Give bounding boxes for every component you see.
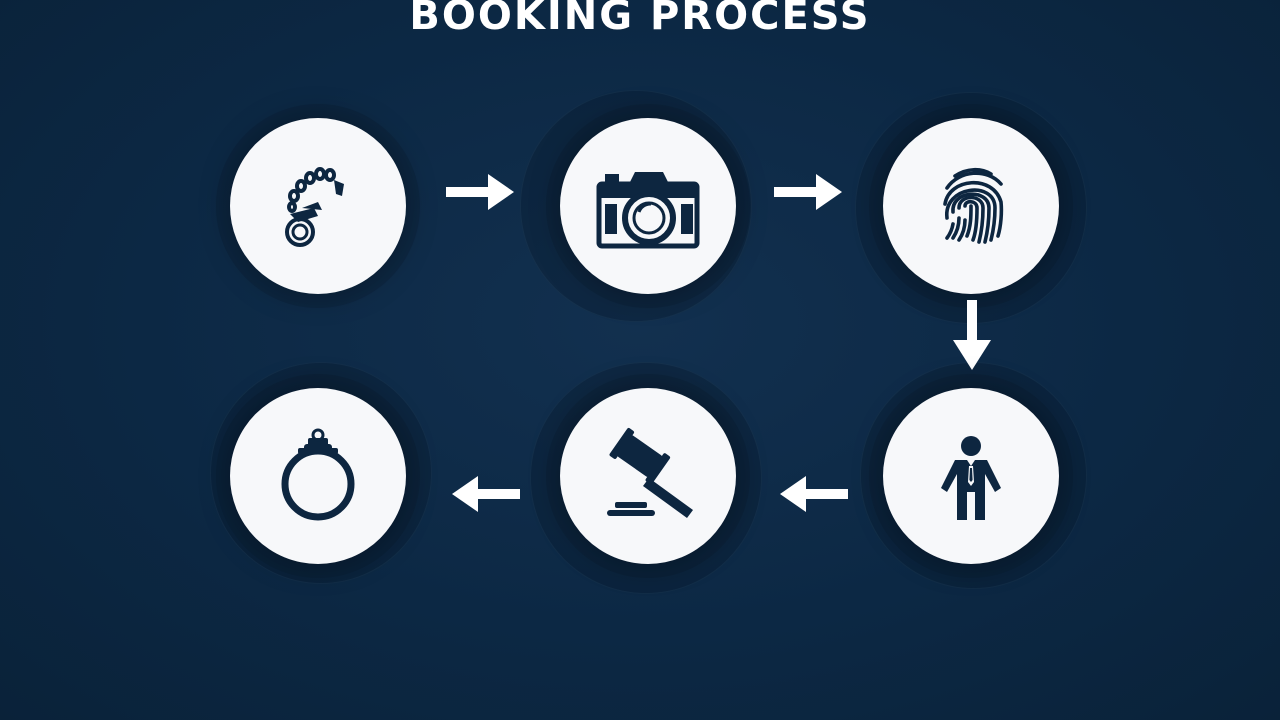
step-processing-officer xyxy=(883,388,1059,564)
step-court xyxy=(560,388,736,564)
gavel-icon xyxy=(607,428,693,518)
step-arrest xyxy=(230,118,406,294)
person-suit-icon xyxy=(941,436,1001,520)
diagram-title: BOOKING PROCESS xyxy=(409,0,871,39)
step-photograph xyxy=(560,118,736,294)
arrow-right xyxy=(774,174,842,210)
handcuff-ring-icon xyxy=(281,428,355,521)
arrow-left xyxy=(780,476,848,512)
arrow-down xyxy=(953,300,991,370)
camera-icon xyxy=(596,172,700,249)
step-detention xyxy=(230,388,406,564)
arrow-right xyxy=(446,174,514,210)
arrow-left xyxy=(452,476,520,512)
fingerprint-icon xyxy=(943,167,1004,244)
step-fingerprint xyxy=(883,118,1059,294)
handcuffs-chain-icon xyxy=(285,167,344,247)
